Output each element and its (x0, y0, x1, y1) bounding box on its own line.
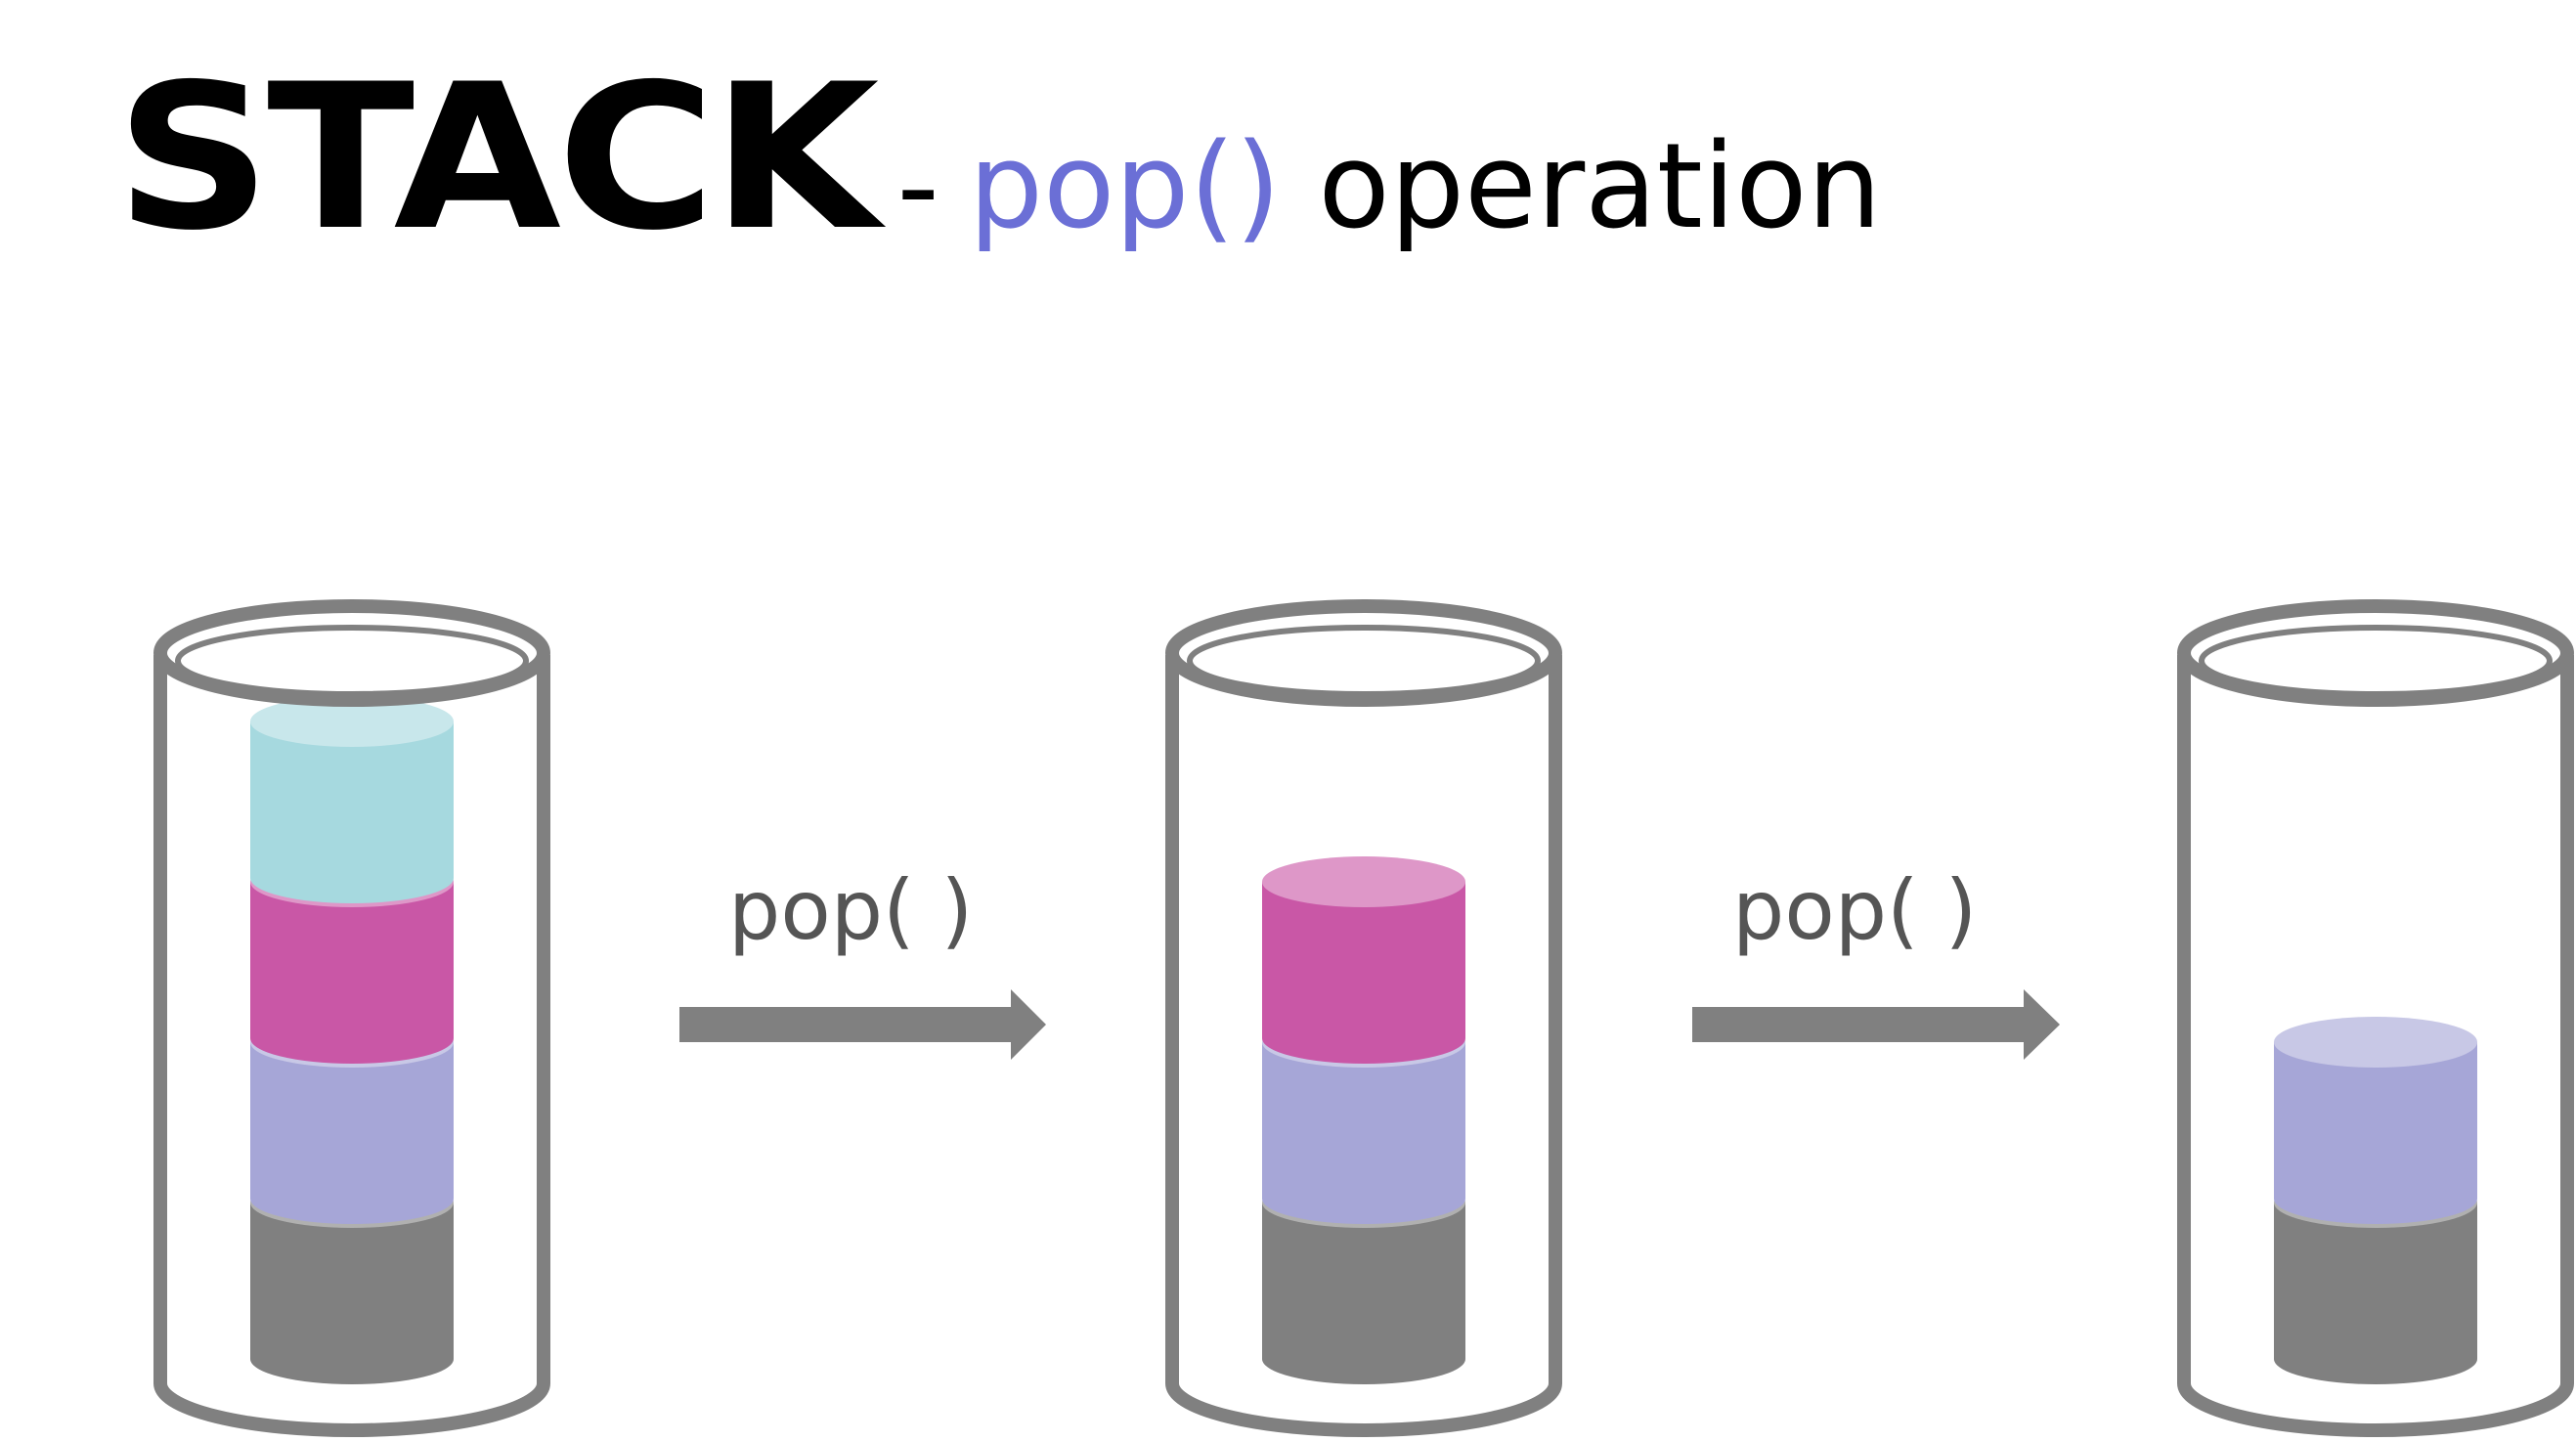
title-operation: operation (1318, 119, 1882, 255)
stack-element-lavender (2274, 1017, 2477, 1224)
stack-container-3 (2177, 599, 2574, 1437)
title-subtitle: -pop() operation (897, 119, 1882, 255)
stack-container-2 (1165, 599, 1562, 1437)
stack-container-1 (153, 599, 550, 1437)
stack-element-magenta (1262, 856, 1465, 1064)
container-rim (1165, 599, 1562, 707)
pop-label-2: pop( ) (1732, 862, 1977, 958)
page-title: STACK-pop() operation (115, 59, 1882, 259)
arrow-2 (1692, 989, 2060, 1060)
title-function: pop() (968, 119, 1282, 255)
container-rim (2177, 599, 2574, 707)
pop-label-1: pop( ) (728, 862, 973, 958)
arrow-1 (679, 989, 1046, 1060)
title-main: STACK (115, 42, 879, 275)
container-rim (153, 599, 550, 707)
title-dash: - (896, 119, 939, 255)
stack-element-teal (250, 696, 454, 903)
